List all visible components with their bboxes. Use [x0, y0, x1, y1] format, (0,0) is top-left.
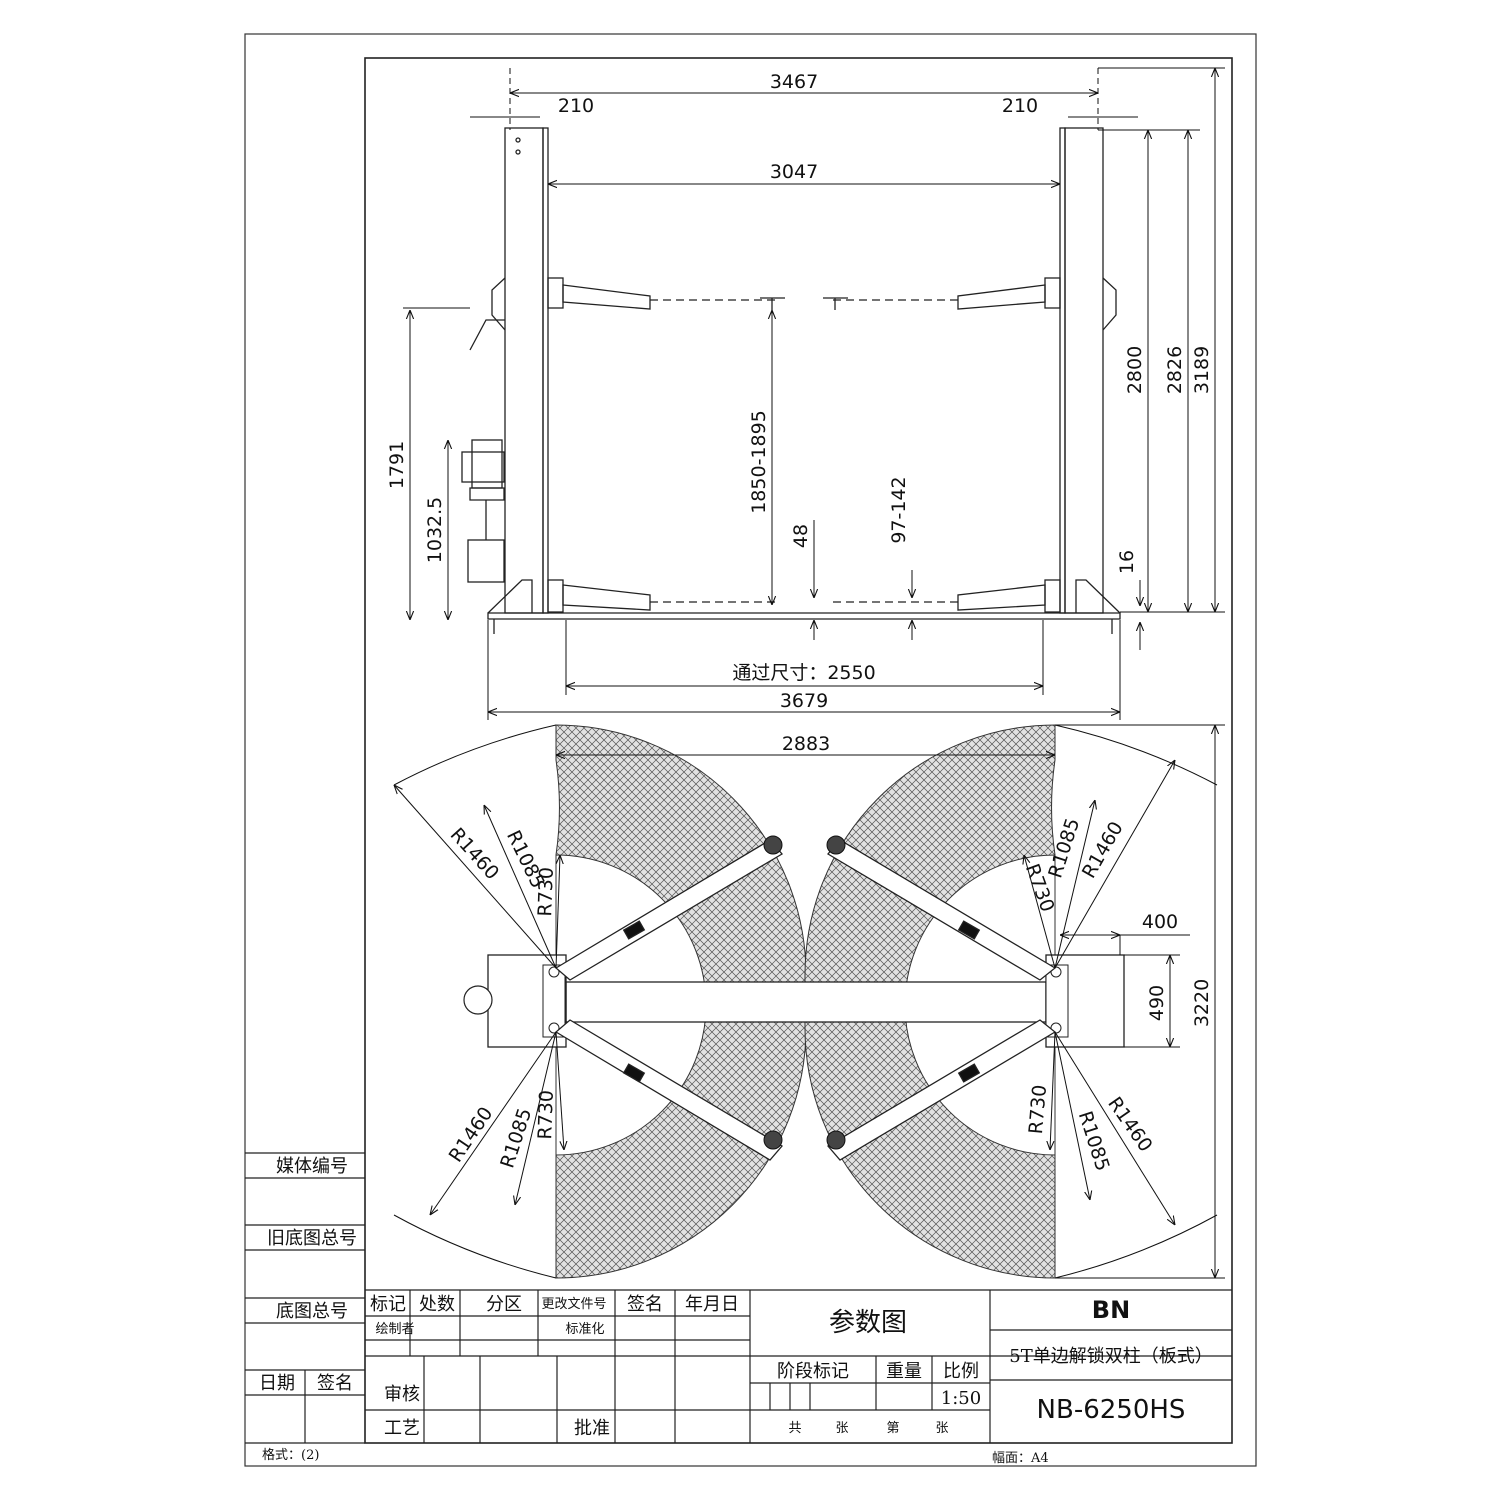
tb-product: 5T单边解锁双柱（板式） [1009, 1346, 1212, 1367]
outer-border [244, 33, 1257, 1467]
left-side-block [245, 1152, 365, 1444]
dim-3220: 3220 [1191, 979, 1213, 1027]
media-number-label: 媒体编号 [276, 1156, 348, 1177]
top-dimensions [394, 724, 1225, 1279]
dim-210-right: 210 [1002, 95, 1038, 117]
tb-model: NB-6250HS [1037, 1395, 1186, 1425]
dim-3189: 3189 [1191, 346, 1213, 394]
radius-ur-1460: R1460 [1078, 818, 1128, 882]
tb-sheets: 张 [835, 1421, 848, 1436]
tb-approve: 批准 [574, 1418, 610, 1439]
tb-page: 第 [886, 1421, 899, 1436]
radius-ul-730: R730 [534, 867, 558, 917]
tb-col-date: 年月日 [685, 1294, 739, 1315]
front-dim-labels: 3467 210 210 3047 1791 1032.5 1850-1895 … [386, 71, 1213, 712]
old-drawing-number-label: 旧底图总号 [267, 1228, 357, 1249]
dim-1032: 1032.5 [424, 497, 446, 563]
radius-ll-1460: R1460 [445, 1103, 498, 1166]
dim-1791: 1791 [386, 441, 408, 489]
paper-size-label: 幅面：A4 [992, 1451, 1049, 1466]
tb-total: 共 [788, 1421, 801, 1436]
dim-400: 400 [1142, 911, 1178, 933]
date-label: 日期 [259, 1373, 295, 1394]
format-label: 格式：(2) [262, 1447, 319, 1463]
radius-ll-1085: R1085 [496, 1105, 536, 1170]
tb-drawer: 绘制者 [375, 1322, 414, 1337]
dim-3679: 3679 [780, 690, 828, 712]
dim-pass-width: 通过尺寸：2550 [732, 662, 875, 684]
dim-3047: 3047 [770, 161, 818, 183]
tb-sheets2: 张 [935, 1421, 948, 1436]
tb-col-zone: 分区 [486, 1294, 522, 1315]
top-view [463, 724, 1125, 1279]
dim-210-left: 210 [558, 95, 594, 117]
tb-col-mark: 标记 [370, 1294, 406, 1315]
radius-ll-730: R730 [534, 1090, 558, 1140]
tb-param-title: 参数图 [829, 1308, 907, 1338]
radius-lr-730: R730 [1025, 1084, 1051, 1135]
drawing-number-label: 底图总号 [276, 1301, 348, 1322]
tb-standard: 标准化 [565, 1322, 604, 1337]
tb-process: 工艺 [384, 1418, 420, 1439]
radius-lr-1460: R1460 [1103, 1093, 1156, 1156]
dim-arm-height: 1850-1895 [748, 410, 770, 514]
dim-3467: 3467 [770, 71, 818, 93]
front-dimensions [403, 67, 1225, 720]
radius-lr-1085: R1085 [1074, 1108, 1114, 1173]
tb-ratio: 比例 [943, 1361, 979, 1382]
tb-col-sign: 签名 [627, 1294, 663, 1315]
dim-2883: 2883 [782, 733, 830, 755]
dim-2800: 2800 [1124, 346, 1146, 394]
inner-frame [364, 57, 1233, 1444]
tb-col-doc: 更改文件号 [541, 1297, 606, 1312]
tb-col-count: 处数 [419, 1294, 455, 1315]
tb-weight: 重量 [886, 1361, 922, 1382]
dim-48: 48 [790, 524, 812, 548]
tb-brand: BN [1092, 1296, 1130, 1324]
front-view [461, 127, 1121, 634]
sign-label: 签名 [317, 1373, 353, 1394]
tb-review: 审核 [384, 1384, 420, 1405]
dim-2826: 2826 [1164, 346, 1186, 394]
dim-16: 16 [1116, 550, 1138, 574]
dim-490: 490 [1146, 985, 1168, 1021]
tb-scale: 1:50 [941, 1388, 981, 1409]
dim-97-142: 97-142 [888, 476, 910, 543]
tb-stage: 阶段标记 [777, 1361, 849, 1382]
title-block [365, 1289, 1232, 1443]
